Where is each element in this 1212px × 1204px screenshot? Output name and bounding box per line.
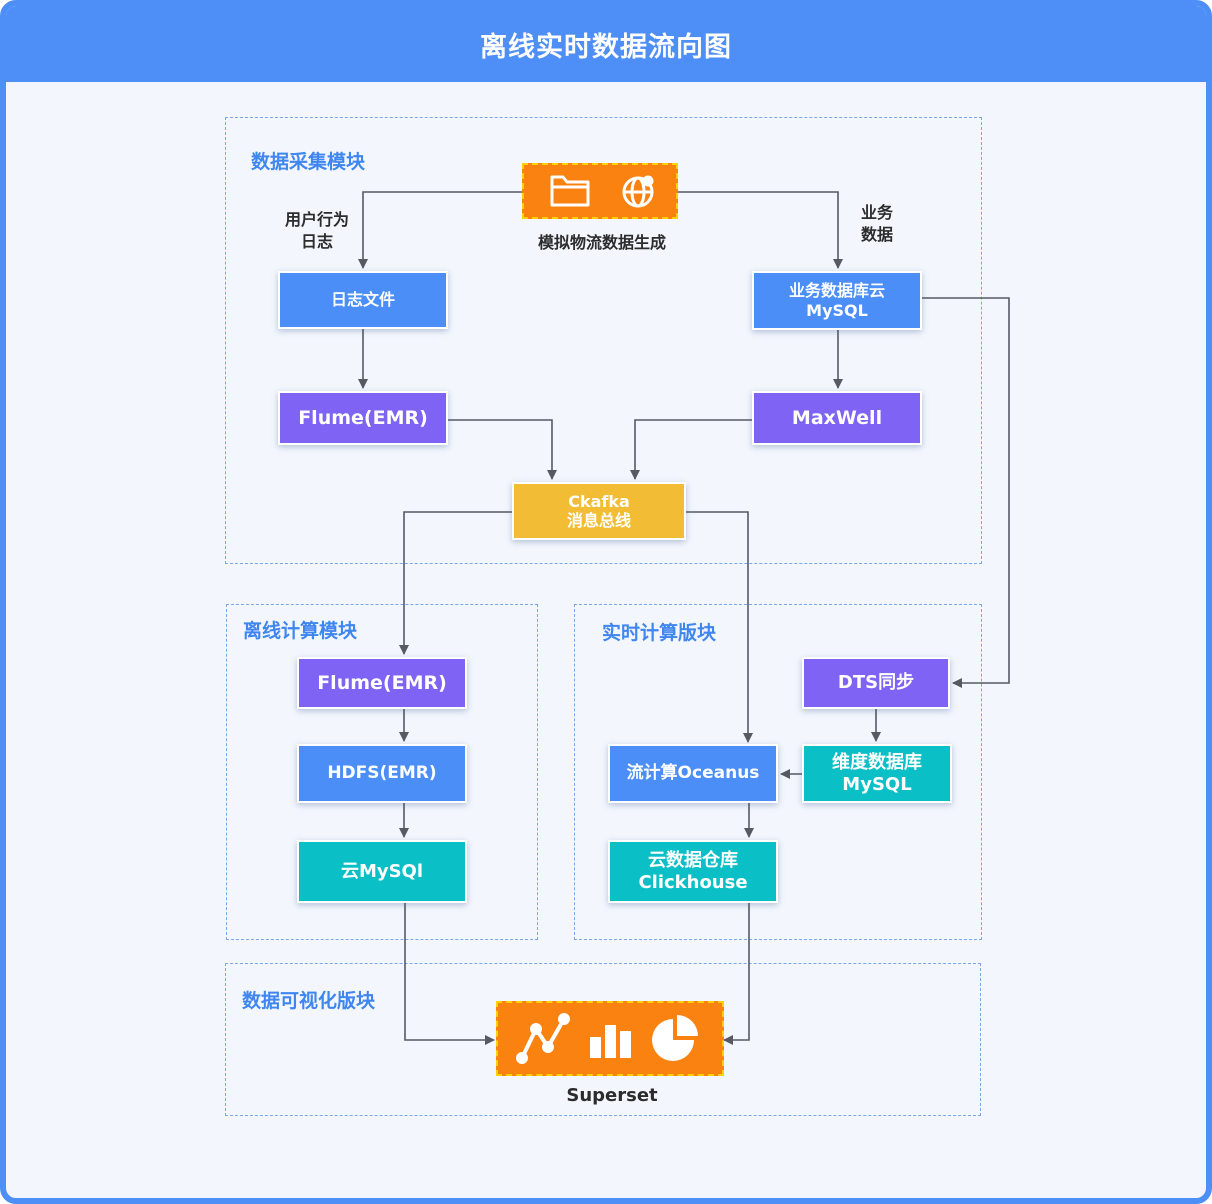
- node-dts-sync-label: DTS同步: [837, 672, 915, 694]
- source-generator-box: [522, 163, 678, 219]
- section-collect-title: 数据采集模块: [251, 151, 366, 173]
- section-visual-title: 数据可视化版块: [242, 990, 376, 1012]
- node-maxwell-label: MaxWell: [791, 406, 883, 429]
- node-flume-offline: Flume(EMR): [297, 657, 467, 709]
- node-business-db: 业务数据库云 MySQL: [752, 271, 922, 330]
- section-realtime-title: 实时计算版块: [602, 622, 717, 644]
- arrow-kafka-to-oceanus: [686, 511, 753, 743]
- arrow-clickhouse-to-superset: [723, 903, 750, 1045]
- node-log-file-label: 日志文件: [330, 290, 395, 310]
- node-kafka-line1: Ckafka: [568, 491, 630, 511]
- node-maxwell: MaxWell: [752, 391, 922, 445]
- superset-box: [496, 1001, 724, 1076]
- folder-icon: [550, 175, 590, 207]
- node-oceanus: 流计算Oceanus: [608, 744, 778, 803]
- pie-chart-icon: [652, 1015, 698, 1061]
- node-oceanus-label: 流计算Oceanus: [626, 763, 760, 784]
- node-business-db-line2: MySQL: [806, 300, 868, 320]
- node-kafka: Ckafka 消息总线: [512, 482, 686, 540]
- node-log-file: 日志文件: [278, 271, 448, 329]
- node-clickhouse-line1: 云数据仓库: [648, 849, 738, 871]
- arrow-source-to-log: [358, 191, 522, 269]
- node-clickhouse: 云数据仓库 Clickhouse: [608, 840, 778, 903]
- node-dimension-db-line1: 维度数据库: [832, 751, 922, 773]
- section-offline: [226, 604, 538, 940]
- source-generator-label: 模拟物流数据生成: [537, 233, 666, 252]
- node-flume-offline-label: Flume(EMR): [317, 671, 447, 694]
- superset-label: Superset: [566, 1085, 658, 1106]
- edge-label-business-line1: 业务: [860, 203, 893, 222]
- node-flume-collect-label: Flume(EMR): [298, 406, 428, 429]
- globe-icon: [622, 175, 654, 208]
- section-offline-title: 离线计算模块: [243, 620, 358, 642]
- bar-chart-icon: [590, 1025, 631, 1058]
- node-dimension-db-line2: MySQL: [842, 773, 912, 795]
- section-visual: [225, 963, 981, 1116]
- node-dimension-db: 维度数据库 MySQL: [802, 744, 952, 803]
- arrow-source-to-bizdb: [678, 191, 843, 269]
- node-dts-sync: DTS同步: [802, 657, 950, 709]
- node-flume-collect: Flume(EMR): [278, 391, 448, 445]
- node-cloud-mysql-label: 云MySQl: [340, 860, 424, 882]
- edge-label-business-data: 业务 数据: [850, 202, 904, 247]
- section-collect: [225, 117, 982, 564]
- node-cloud-mysql: 云MySQl: [297, 840, 467, 903]
- node-clickhouse-line2: Clickhouse: [638, 871, 748, 893]
- edge-label-user-log-line2: 日志: [300, 232, 333, 252]
- arrow-kafka-to-flume-offline: [399, 511, 512, 655]
- node-business-db-line1: 业务数据库云: [788, 281, 885, 301]
- diagram-title: 离线实时数据流向图: [6, 6, 1206, 82]
- line-chart-icon: [516, 1013, 570, 1064]
- node-hdfs: HDFS(EMR): [297, 744, 467, 803]
- edge-label-user-log: 用户行为 日志: [277, 209, 357, 254]
- arrow-cloudmysql-to-superset: [404, 903, 495, 1045]
- arrow-maxwell-to-kafka: [630, 419, 752, 480]
- section-realtime: [574, 604, 982, 940]
- node-kafka-line2: 消息总线: [566, 511, 631, 530]
- arrow-bizdb-to-dts: [921, 297, 1010, 688]
- arrow-flume-to-kafka: [448, 419, 557, 480]
- node-hdfs-label: HDFS(EMR): [327, 763, 437, 784]
- edge-label-user-log-line1: 用户行为: [284, 210, 349, 229]
- edge-label-business-line2: 数据: [860, 225, 893, 245]
